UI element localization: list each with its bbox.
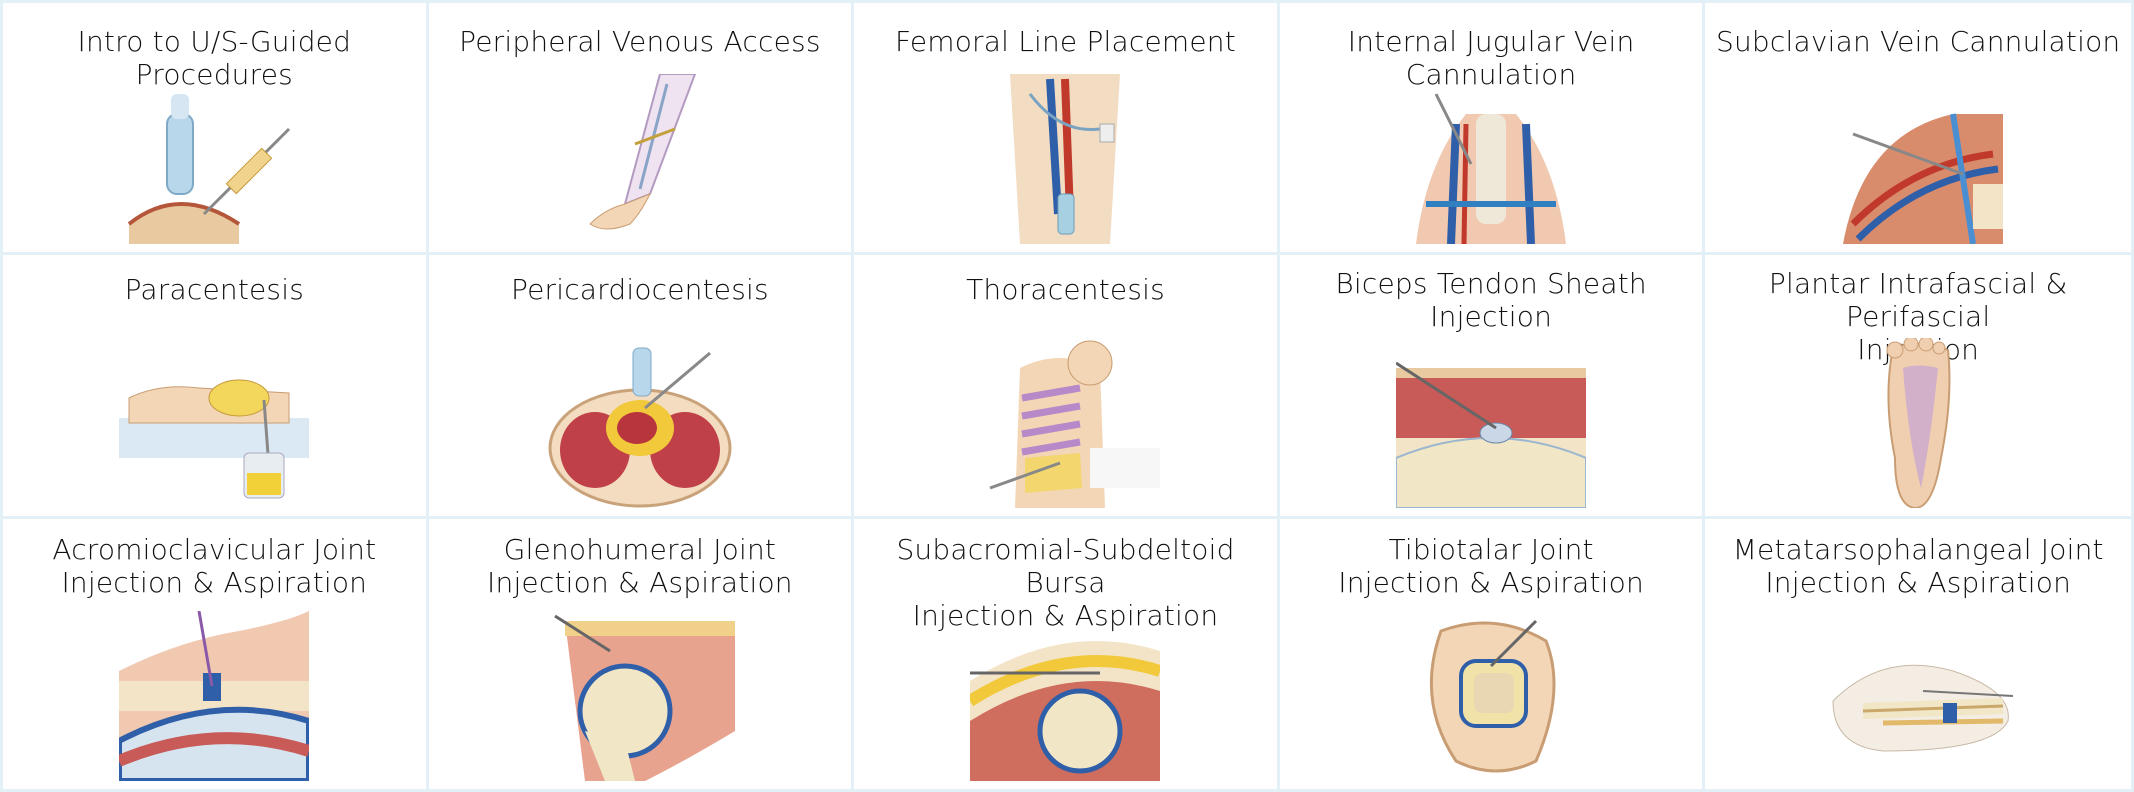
bursa-icon: [970, 641, 1161, 781]
procedure-title: Femoral Line Placement: [895, 25, 1236, 58]
procedure-title: Subclavian Vein Cannulation: [1716, 25, 2121, 58]
procedure-title: Paracentesis: [124, 273, 304, 306]
tendon-sheath-icon: [1396, 361, 1587, 508]
ac-joint-icon: [119, 611, 310, 781]
thorax-needle-icon: [989, 340, 1161, 508]
toe-joint-icon: [1832, 664, 2014, 752]
neck-vein-icon: [1416, 93, 1567, 244]
procedure-title: Pericardiocentesis: [510, 273, 769, 306]
procedure-tile-peripheral-venous[interactable]: Peripheral Venous Access: [428, 3, 855, 255]
procedure-tile-femoral[interactable]: Femoral Line Placement: [854, 3, 1280, 255]
procedure-tile-plantar[interactable]: Plantar Intrafascial & PerifascialInject…: [1705, 255, 2131, 519]
procedure-title: Internal Jugular Vein Cannulation: [1347, 25, 1635, 91]
procedure-tile-internal-jugular[interactable]: Internal Jugular Vein Cannulation: [1279, 3, 1706, 255]
procedure-tile-thoracentesis[interactable]: Thoracentesis: [854, 255, 1280, 519]
heart-cross-section-icon: [548, 347, 732, 508]
abdomen-drain-icon: [119, 379, 310, 499]
subclavian-vein-icon: [1843, 113, 2004, 244]
procedure-title: Intro to U/S-Guided Procedures: [77, 25, 352, 91]
shoulder-joint-icon: [554, 614, 735, 781]
ankle-cross-section-icon: [1430, 619, 1556, 773]
femoral-line-icon: [1010, 74, 1121, 244]
procedure-title: Peripheral Venous Access: [459, 25, 821, 58]
procedure-tile-intro[interactable]: Intro to U/S-Guided Procedures: [3, 3, 429, 255]
foot-sole-icon: [1886, 338, 1951, 508]
procedure-tile-pericardiocentesis[interactable]: Pericardiocentesis: [428, 255, 855, 519]
procedure-tile-subclavian[interactable]: Subclavian Vein Cannulation: [1705, 3, 2131, 255]
probe-syringe-icon: [128, 94, 291, 244]
procedure-tile-paracentesis[interactable]: Paracentesis: [3, 255, 429, 519]
procedure-title: Thoracentesis: [966, 273, 1165, 306]
arm-vein-icon: [589, 74, 696, 230]
